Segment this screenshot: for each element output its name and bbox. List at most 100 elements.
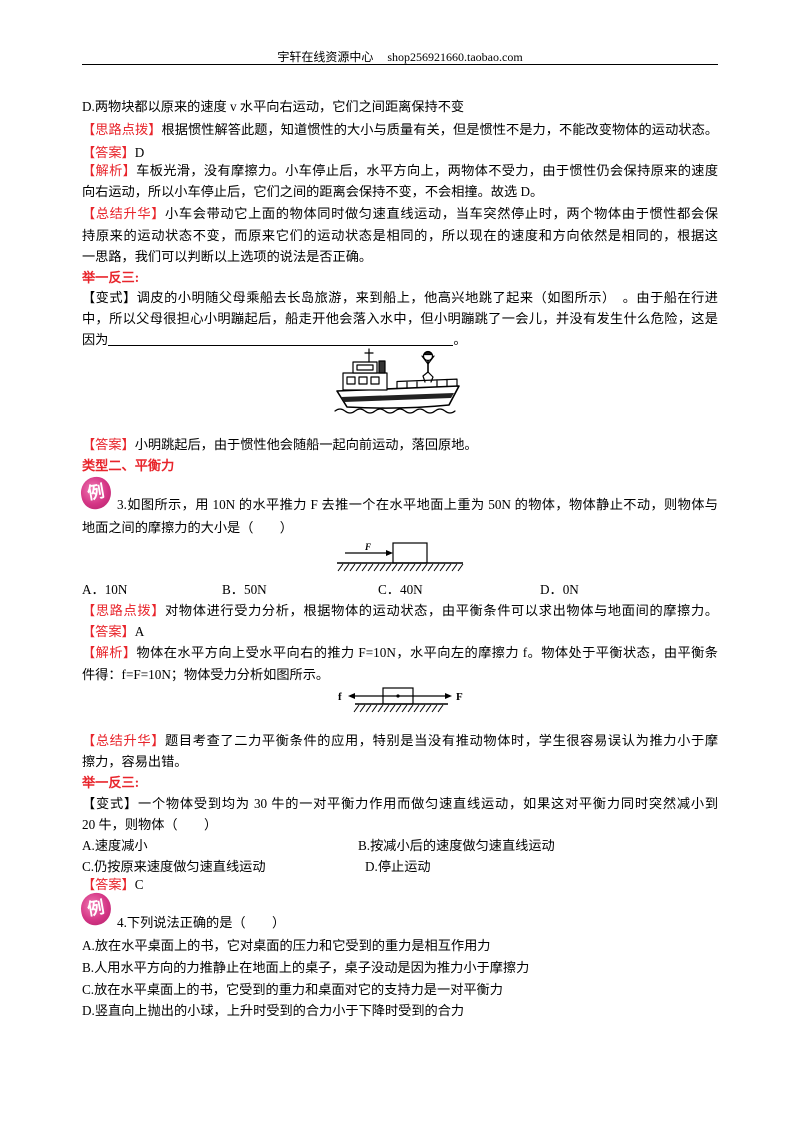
practice-heading: 举一反三: [82,270,140,285]
q4-option-b: B.人用水平方向的力推静止在地面上的桌子，桌子没动是因为推力小于摩擦力 [82,960,530,975]
q3-option-c: C．40N [378,582,423,597]
q3-summary-text: 题目考查了二力平衡条件的应用，特别是当没有推动物体时，学生很容易误认为推力小于摩 [165,733,718,748]
header-site-name: 宇轩在线资源中心 [277,50,374,64]
friction-label: f [338,691,342,703]
chimney [378,360,386,374]
q3-answer-line: 【答案】A [82,622,718,642]
ground-hatching [337,563,464,572]
center-of-mass-dot [396,694,400,698]
answer-blank [108,330,454,346]
q3-option-b: B．50N [222,582,267,597]
friction-arrow-head [348,693,355,699]
practice2-option-d: D.停止运动 [365,859,431,874]
analysis-text: 车板光滑，没有摩擦力。小车停止后，水平方向上，两物体不受力，由于惯性仍会保持原来… [136,163,718,178]
jumping-boy [421,350,435,383]
hull-stripe [341,393,454,402]
ground-hatching [353,704,444,713]
bridge-window [356,364,374,371]
practice2-stem-line-2: 20 牛，则物体（ ） [82,817,218,832]
boy-arms [421,355,435,365]
summary-label: 【总结升华】 [82,733,166,748]
practice2-answer-line: 【答案】C [82,875,718,895]
boat-jumping-boy-illustration [334,348,460,414]
deck-rail [396,378,458,390]
analysis-label: 【解析】 [82,163,137,178]
cabin-window-1 [346,376,356,385]
hint-text: 根据惯性解答此题，知道惯性的大小与质量有关，但是惯性不是力，不能改变物体的运动状… [161,122,718,137]
example-badge-icon: 例 [78,474,114,512]
prev-summary-line-2: 持原来的运动状态不变，而原来它们的运动状态是相同的，所以现在的速度和方向依然是相… [82,228,718,243]
push-force-label: F [456,691,463,703]
boy-legs [422,371,434,383]
q3-option-a: A．10N [82,582,128,597]
waves [334,408,456,414]
practice1-stem-text: 调皮的小明随父母乘船去长岛旅游，来到船上，他高兴地跳了起来（如图所示） 。由于船… [136,290,718,305]
header-shop-url: shop256921660.taobao.com [387,50,523,64]
summary-text: 小车会带动它上面的物体同时做匀速直线运动，当车突然停止时，两个物体由于惯性都会保 [165,206,718,221]
practice2-stem-line-1: 【变式】一个物体受到均为 30 牛的一对平衡力作用而做匀速直线运动，如果这对平衡… [82,794,718,814]
prev-summary-line-3: 一思路，我们可以判断以上选项的说法是否正确。 [82,249,373,264]
prev-answer-line: 【答案】D [82,143,718,163]
practice1-answer-text: 小明跳起后，由于惯性他会随船一起向前运动，落回原地。 [134,437,478,452]
q4-stem: 4.下列说法正确的是（ ） [117,915,286,930]
cabin [342,372,388,391]
q3-summary-line-2: 擦力，容易出错。 [82,754,188,769]
q3-analysis-line-2: 件得：f=F=10N；物体受力分析如图所示。 [82,667,330,682]
block [392,542,428,564]
practice-heading: 举一反三: [82,775,140,790]
q3-stem-line-1: 3.如图所示，用 10N 的水平推力 F 去推一个在水平地面上重为 50N 的物… [117,497,718,512]
push-arrow-head [386,550,393,556]
practice2-stem-text: 一个物体受到均为 30 牛的一对平衡力作用而做匀速直线运动，如果这对平衡力同时突… [137,796,718,811]
q3-options-row: A．10N B．50N C．40N D．0N [82,580,718,600]
practice1-stem-line-1: 【变式】调皮的小明随父母乘船去长岛旅游，来到船上，他高兴地跳了起来（如图所示） … [82,288,718,308]
practice2-option-a: A.速度减小 [82,838,148,853]
q3-analysis-line-1: 【解析】物体在水平方向上受水平向右的推力 F=10N，水平向左的摩擦力 f。物体… [82,643,718,663]
q4-option-a: A.放在水平桌面上的书，它对桌面的压力和它受到的重力是相互作用力 [82,938,491,953]
q3-analysis-text: 物体在水平方向上受水平向右的推力 F=10N，水平向左的摩擦力 f。物体处于平衡… [136,645,718,660]
q3-hint-text: 对物体进行受力分析，根据物体的运动状态，由平衡条件可以求出物体与地面间的摩擦力。 [165,603,718,618]
prev-option-d: D.两物块都以原来的速度 v 水平向右运动，它们之间距离保持不变 [82,99,465,114]
mast [364,348,374,363]
answer-label: 【答案】 [82,437,135,452]
hint-label: 【思路点拨】 [82,603,166,618]
answer-label: 【答案】 [82,624,135,639]
practice2-answer-text: C [134,877,144,892]
section-title: 类型二、平衡力 [82,458,175,473]
q3-hint-line: 【思路点拨】对物体进行受力分析，根据物体的运动状态，由平衡条件可以求出物体与地面… [82,601,718,621]
answer-label: 【答案】 [82,145,135,160]
blank-prefix: 因为 [82,332,109,347]
push-arrow-head [445,693,452,699]
summary-label: 【总结升华】 [82,206,166,221]
q4-option-d: D.竖直向上抛出的小球，上升时受到的合力小于下降时受到的合力 [82,1003,465,1018]
boy-hair [423,351,433,356]
answer-label: 【答案】 [82,877,135,892]
example-badge-icon: 例 [78,890,114,928]
q3-stem-line-2: 地面之间的摩擦力的大小是（ ） [82,520,293,535]
cabin-window-2 [358,376,368,385]
prev-analysis-line-1: 【解析】车板光滑，没有摩擦力。小车停止后，水平方向上，两物体不受力，由于惯性仍会… [82,161,718,181]
bridge [352,361,378,374]
q4-option-c: C.放在水平桌面上的书，它受到的重力和桌面对它的支持力是一对平衡力 [82,982,503,997]
prev-summary-line-1: 【总结升华】小车会带动它上面的物体同时做匀速直线运动，当车突然停止时，两个物体由… [82,204,718,224]
practice1-stem-line-2: 中，所以父母很担心小明蹦起后，船走开他会落入水中，但小明蹦跳了一会儿，并没有发生… [82,311,718,326]
prev-analysis-line-2: 向右运动，所以小车停止后，它们之间的距离会保持不变，不会相撞。故选 D。 [82,184,544,199]
practice1-fill-blank-line: 因为 。 [82,330,718,350]
blank-suffix: 。 [453,332,467,347]
practice2-options-row-1: A.速度减小 B.按减小后的速度做匀速直线运动 [82,836,718,856]
answer-text: D [134,145,145,160]
page-header: 宇轩在线资源中心 shop256921660.taobao.com [82,48,718,66]
q3-summary-line-1: 【总结升华】题目考查了二力平衡条件的应用，特别是当没有推动物体时，学生很容易误认… [82,731,718,751]
variant-label: 【变式】 [82,796,138,811]
practice1-answer-line: 【答案】小明跳起后，由于惯性他会随船一起向前运动，落回原地。 [82,435,718,455]
q3-option-d: D．0N [540,582,579,597]
prev-hint-line: 【思路点拨】根据惯性解答此题，知道惯性的大小与质量有关，但是惯性不是力，不能改变… [82,120,718,140]
practice2-options-row-2: C.仍按原来速度做匀速直线运动 D.停止运动 [82,857,718,877]
force-analysis-figure: f F [338,687,463,713]
header-rule [82,64,718,65]
variant-label: 【变式】 [82,290,137,305]
hint-label: 【思路点拨】 [82,122,162,137]
practice2-option-b: B.按减小后的速度做匀速直线运动 [358,838,555,853]
push-force-label: F [364,542,371,552]
push-block-figure: F [337,542,464,572]
